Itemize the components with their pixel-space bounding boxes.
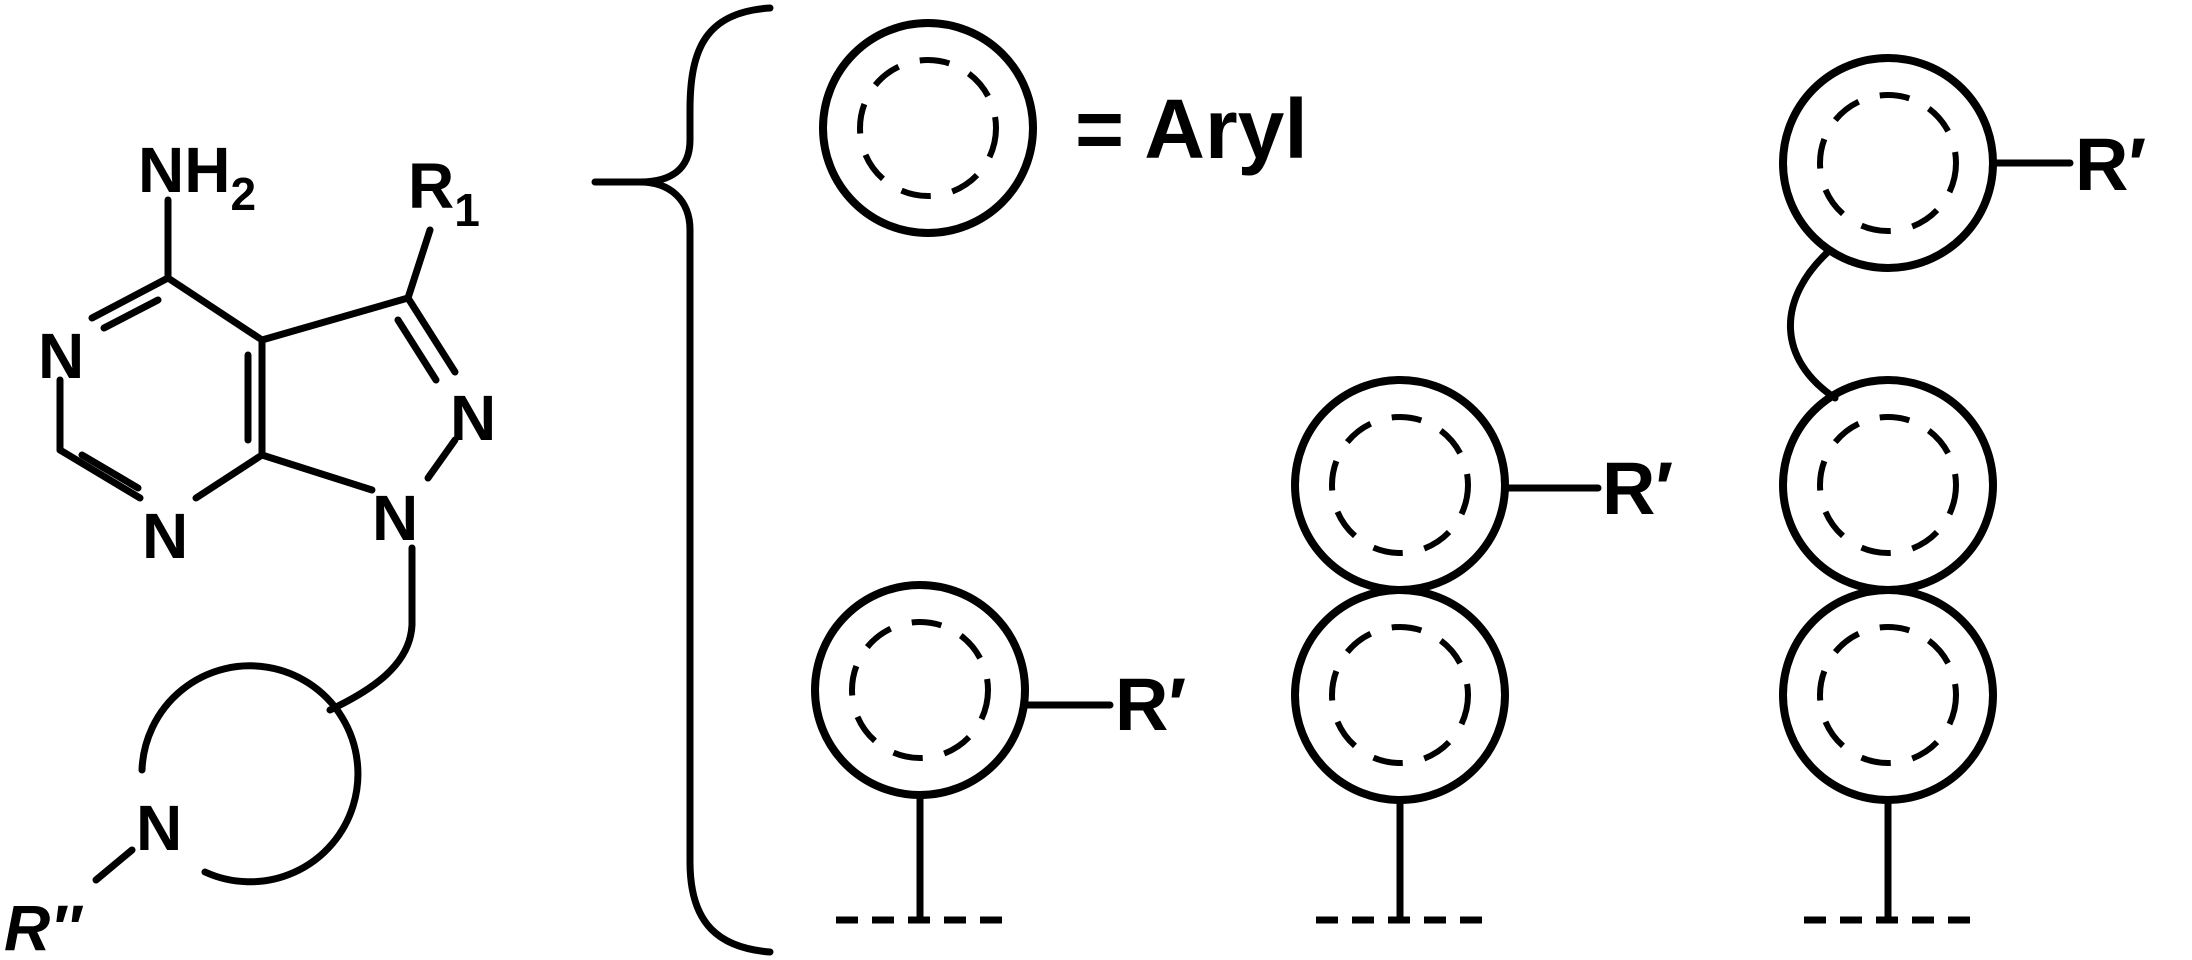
bond-c3-r1 (404, 226, 434, 302)
curly-brace-icon (591, 4, 774, 956)
n-pyrimidine-bottom: N (142, 500, 188, 572)
n-pyrazole-2: N (450, 382, 496, 454)
bond-n2-n1p (424, 436, 459, 482)
bond-c2-n1-inner (78, 451, 142, 492)
r-prime-c-label: R′ (2075, 123, 2146, 206)
bond-c3a-c4 (164, 274, 266, 344)
bond-n1p-ring-linker (326, 544, 416, 714)
aryl-definition: = Aryl (819, 19, 1308, 237)
nh2-subscript: 2 (230, 168, 256, 220)
n-ring-arc (138, 662, 362, 886)
bond-n1-c7a (192, 451, 266, 502)
aryl-ring-icon (819, 19, 1037, 237)
n-ring-label: N (136, 792, 182, 864)
nh2-label: NH2 (138, 134, 256, 220)
core-scaffold: NH2 R1 N N N N N R″ (4, 134, 496, 960)
aryl-variant-single: R′ (811, 581, 1186, 924)
linker-arc-c (1786, 246, 1839, 402)
n-pyrimidine-top: N (38, 320, 84, 392)
bond-c3-n2 (404, 294, 459, 376)
aryl-variant-linked: R′ (1779, 54, 2146, 924)
bond-n1p-c7a (258, 451, 376, 494)
bond-c4-n3-inner (100, 296, 162, 332)
bond-c2-n1 (56, 446, 144, 502)
r-double-prime-label: R″ (4, 892, 83, 960)
bond-c3a-c3 (258, 294, 412, 344)
r1-subscript: 1 (454, 184, 480, 236)
r1-label: R1 (408, 150, 480, 236)
bond-c4-n3 (88, 274, 172, 322)
aryl-equals-label: = Aryl (1075, 82, 1308, 176)
r-prime-b-label: R′ (1602, 447, 1673, 530)
aryl-variant-fused: R′ (1291, 376, 1673, 924)
bond-n-r-double-prime (92, 846, 136, 884)
n-pyrazole-1: N (372, 482, 418, 554)
bond-c3-n2-inner (394, 316, 440, 384)
r-prime-a-label: R′ (1115, 663, 1186, 746)
